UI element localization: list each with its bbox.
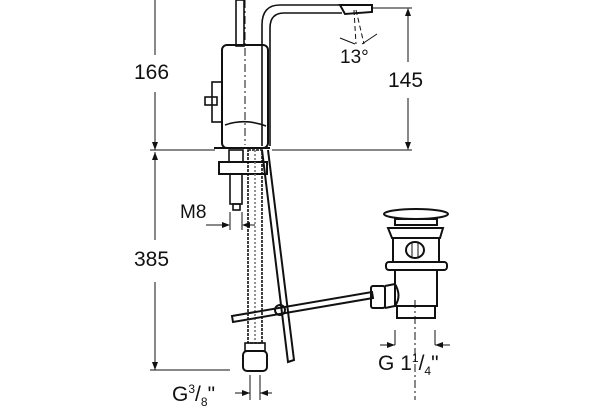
- faucet-technical-drawing: [150, 0, 450, 400]
- pop-up-rods: [230, 149, 375, 364]
- dim-label-waste-thread: G 11/4": [378, 351, 439, 379]
- dim-label-rod-thread: M8: [180, 202, 207, 223]
- waste-thread-whole: 1: [400, 352, 412, 375]
- dim-label-total-height: 166: [134, 61, 170, 84]
- hose-thread-den: 8: [200, 395, 208, 409]
- waste-drain: [370, 208, 449, 319]
- hose-thread-prefix: G: [172, 383, 189, 406]
- hose-thread-num: 3: [188, 382, 196, 396]
- dim-label-hose-thread: G3/8": [172, 382, 216, 409]
- flexible-hose: [242, 149, 268, 372]
- dim-label-hose-length: 385: [134, 248, 170, 271]
- waste-thread-den: 4: [424, 364, 432, 379]
- faucet-body: [204, 0, 373, 149]
- waste-thread-suffix: ": [431, 352, 439, 375]
- dim-label-spout-height: 145: [388, 69, 424, 92]
- dimension-lines: [150, 0, 450, 400]
- hose-thread-suffix: ": [207, 383, 216, 406]
- dim-label-spout-angle: 13°: [340, 47, 369, 68]
- waste-thread-prefix: G: [378, 352, 395, 375]
- mounting-hardware: [218, 149, 268, 211]
- waste-thread-num: 1: [411, 351, 419, 365]
